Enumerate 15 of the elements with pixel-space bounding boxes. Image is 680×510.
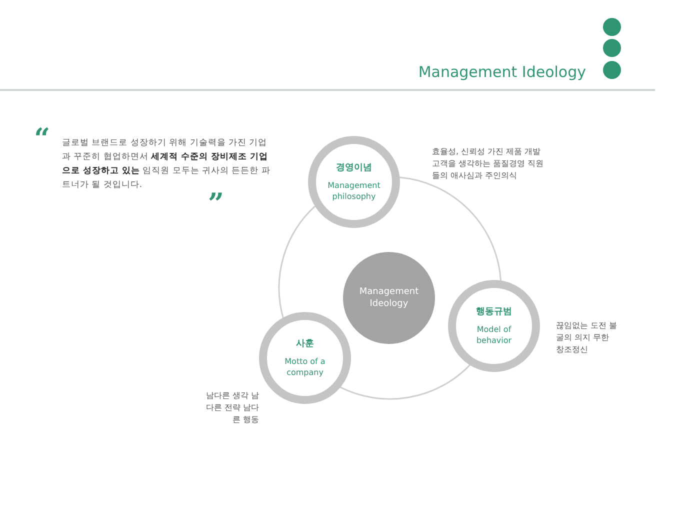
connector-arc xyxy=(399,176,502,281)
node-subtitle: Motto of a company xyxy=(284,356,326,378)
node-heading: 행동규범 xyxy=(476,306,512,320)
quote-paragraph: 글로벌 브랜드로 성장하기 위해 기술력을 가진 기업과 꾸준히 협업하면서 세계적 수준의 장비제조 기업으로 성장하고 있는 임직원 모두는 귀사의 든든한 파트너가 될 것입니다. xyxy=(62,137,272,192)
node-heading: 사훈 xyxy=(296,338,314,352)
node-heading: 경영이념 xyxy=(336,162,372,176)
node-description: 효율성, 신뢰성 가진 제품 개발 고객을 생각하는 품질경영 직원들의 애사심과 주인의식 xyxy=(432,146,544,182)
node-description: 끊임없는 도전 불굴의 의지 무한 창조정신 xyxy=(556,320,618,356)
node-description: 남다른 생각 남다른 전략 남다른 행동 xyxy=(205,390,259,426)
page-title: Management Ideology xyxy=(418,62,586,83)
close-quote-mark: ” xyxy=(208,190,224,218)
node-subtitle: Management philosophy xyxy=(326,180,382,202)
open-quote-mark: “ xyxy=(34,125,50,153)
node-subtitle: Model of behavior xyxy=(475,324,513,346)
center-label: Management Ideology xyxy=(358,286,420,310)
